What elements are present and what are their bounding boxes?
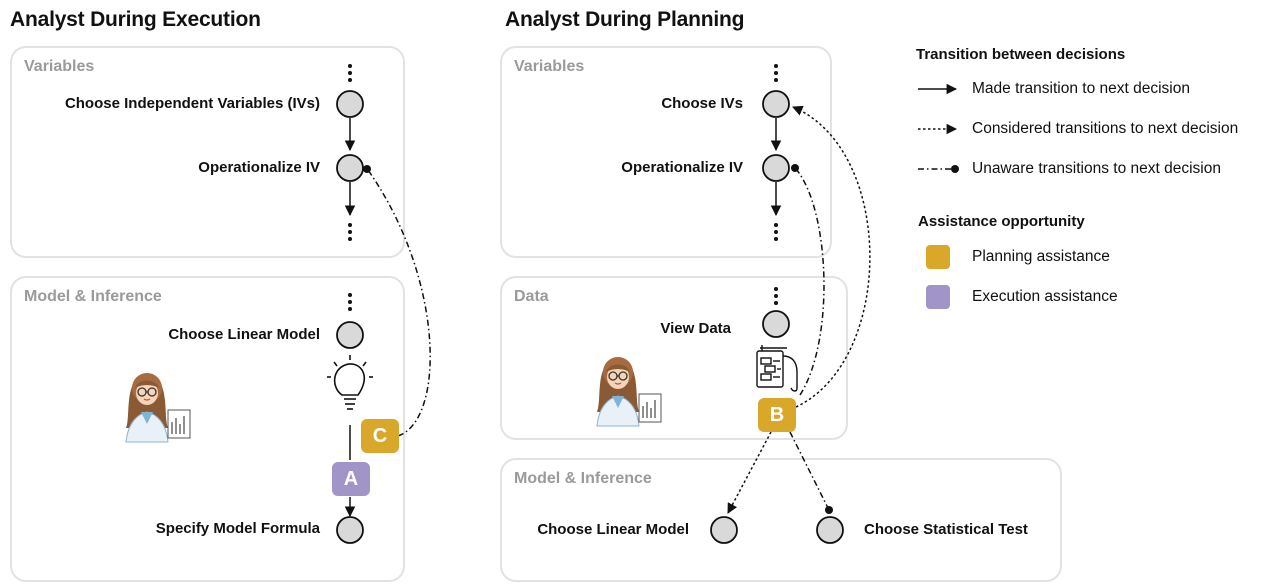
- panel-label: Model & Inference: [514, 470, 652, 487]
- legend-execution-label: Execution assistance: [972, 288, 1118, 305]
- decision-node: [762, 154, 790, 182]
- data-sheet-icon: [756, 345, 798, 392]
- decision-node: [336, 321, 364, 349]
- legend-execution-swatch: [926, 285, 950, 309]
- legend-unaware-dot: [951, 165, 959, 173]
- unaware-transition-line: [367, 169, 431, 437]
- decision-node: [762, 310, 790, 338]
- node-label-choose-linear-model: Choose Linear Model: [168, 326, 320, 343]
- decision-node: [710, 516, 738, 544]
- decision-node: [336, 516, 364, 544]
- unaware-transition-dot: [791, 164, 799, 172]
- node-label-choose-linear-model: Choose Linear Model: [537, 521, 689, 538]
- node-label-operationalize-iv: Operationalize IV: [621, 159, 743, 176]
- decision-node: [762, 90, 790, 118]
- panel-label: Variables: [24, 58, 95, 75]
- node-label-specify-model-formula: Specify Model Formula: [155, 520, 320, 537]
- legend-planning-label: Planning assistance: [972, 248, 1110, 265]
- legend-unaware-label: Unaware transitions to next decision: [972, 160, 1221, 177]
- execution-vertical-dots: [348, 64, 352, 311]
- execution-variables-panel: Variables: [10, 46, 405, 258]
- legend-planning-swatch: [926, 245, 950, 269]
- legend-made-label: Made transition to next decision: [972, 80, 1190, 97]
- panel-label: Variables: [514, 58, 585, 75]
- node-label-operationalize-iv: Operationalize IV: [198, 159, 320, 176]
- execution-assistance-badge-a: A: [332, 462, 370, 496]
- decision-node: [336, 154, 364, 182]
- considered-transition-arrow: [727, 431, 772, 514]
- considered-transition-arrow: [792, 105, 871, 408]
- node-label-choose-ivs: Choose IVs: [661, 95, 743, 112]
- planning-vertical-dots: [774, 64, 778, 305]
- analyst-icon: [596, 357, 662, 427]
- panel-label: Data: [514, 288, 549, 305]
- unaware-transition-line: [795, 168, 825, 396]
- node-label-choose-ivs: Choose Independent Variables (IVs): [64, 95, 320, 112]
- node-label-choose-statistical-test: Choose Statistical Test: [864, 521, 1028, 538]
- planning-assistance-badge-c: C: [361, 419, 399, 453]
- decision-node: [336, 90, 364, 118]
- analyst-icon: [125, 373, 191, 443]
- node-label-view-data: View Data: [660, 320, 731, 337]
- execution-title: Analyst During Execution: [10, 8, 261, 31]
- legend-transition-title: Transition between decisions: [916, 46, 1126, 63]
- unaware-transition-dot: [363, 165, 371, 173]
- planning-model-panel: Model & Inference: [500, 458, 1062, 582]
- lightbulb-icon: [327, 355, 373, 410]
- unaware-transition-dot: [825, 506, 833, 514]
- panel-label: Model & Inference: [24, 288, 162, 305]
- planning-title: Analyst During Planning: [505, 8, 745, 31]
- legend-assistance-title: Assistance opportunity: [918, 213, 1085, 230]
- planning-assistance-badge-b: B: [758, 398, 796, 432]
- unaware-transition-line: [789, 431, 829, 509]
- legend-considered-label: Considered transitions to next decision: [972, 120, 1239, 137]
- decision-node: [816, 516, 844, 544]
